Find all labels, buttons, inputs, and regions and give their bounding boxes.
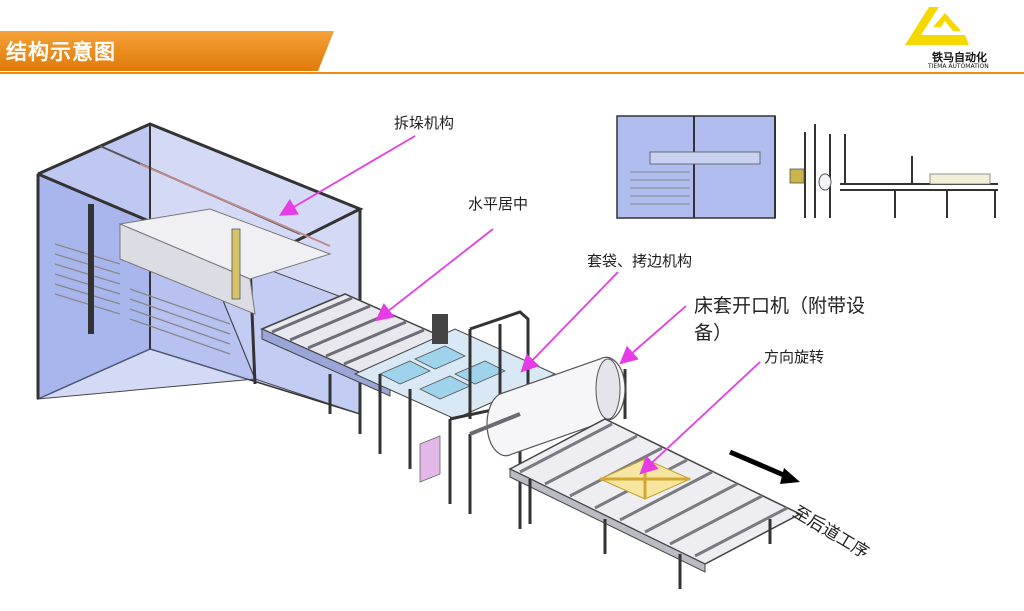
label-opener-line2: 备）	[694, 322, 733, 344]
header-band	[0, 31, 334, 71]
logo-name-en: TIEMA AUTOMATION	[928, 63, 989, 70]
label-centering: 水平居中	[468, 195, 529, 213]
rotation-conveyor	[508, 418, 802, 589]
logo-name-cn: 铁马自动化	[932, 51, 987, 64]
label-bagging: 套袋、拷边机构	[587, 252, 693, 270]
page-title: 结构示意图	[6, 40, 116, 64]
label-rotation: 方向旋转	[764, 348, 825, 366]
destacking-unit	[36, 122, 364, 416]
callout-arrows	[278, 135, 761, 475]
top-view-inset	[616, 115, 998, 219]
company-logo	[905, 7, 969, 45]
label-destacking: 拆垛机构	[394, 114, 455, 132]
opener-unit	[448, 356, 627, 529]
next-process-arrow	[729, 449, 800, 484]
machine-diagram	[36, 115, 998, 589]
label-opener-line1: 床套开口机（附带设	[694, 295, 866, 317]
header-divider	[0, 72, 1024, 74]
